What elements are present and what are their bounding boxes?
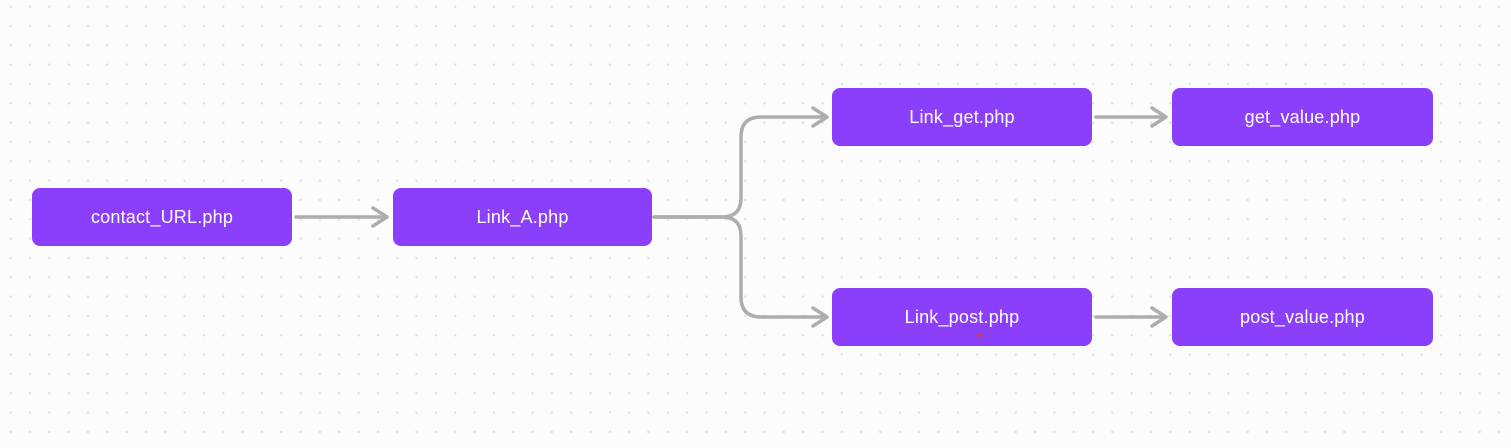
node-link-post[interactable]: Link_post.php [832,288,1092,346]
node-link-get-label: Link_get.php [909,106,1015,127]
node-post-value-label: post_value.php [1240,306,1365,327]
node-link-get[interactable]: Link_get.php [832,88,1092,146]
node-contact-url-label: contact_URL.php [90,206,234,227]
node-link-post-label: Link_post.php [904,306,1020,327]
node-contact-url[interactable]: contact_URL.php [32,188,292,246]
node-link-a-label: Link_A.php [476,206,569,227]
node-post-value[interactable]: post_value.php [1172,288,1433,346]
node-get-value[interactable]: get_value.php [1172,88,1433,146]
node-get-value-label: get_value.php [1244,106,1361,127]
red-indicator-dot [978,333,982,337]
edge-link-a-to-link-post[interactable] [652,215,829,328]
node-link-a[interactable]: Link_A.php [393,188,652,246]
edge-link-a-to-link-get[interactable] [652,106,829,219]
